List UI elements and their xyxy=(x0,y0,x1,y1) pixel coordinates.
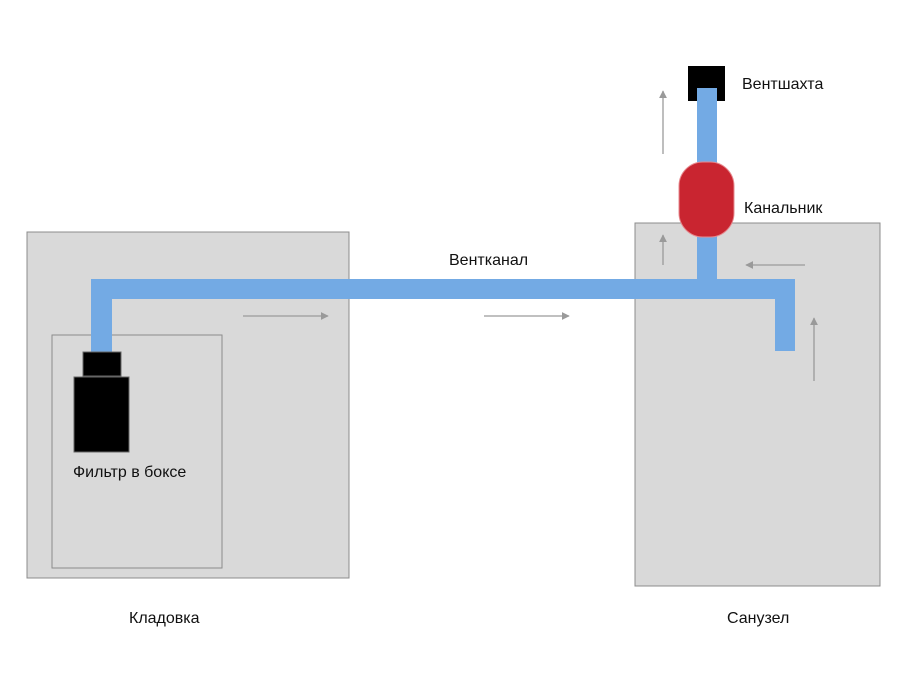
duct-horizontal xyxy=(91,279,795,299)
vent-channel-label: Вентканал xyxy=(449,252,528,269)
duct-fan-icon xyxy=(679,162,734,237)
filter-box-enclosure xyxy=(51,334,223,569)
duct-fan-label: Канальник xyxy=(744,200,823,217)
ventshaft-inlet xyxy=(697,88,717,101)
filter-box-label: Фильтр в боксе xyxy=(73,464,186,481)
ventshaft-label: Вентшахта xyxy=(742,76,823,93)
duct-fan-outline xyxy=(678,161,735,238)
filter-body xyxy=(73,376,130,453)
bathroom-border xyxy=(634,222,881,587)
duct-bathroom-drop xyxy=(775,279,795,351)
duct-filter-drop xyxy=(91,279,112,353)
filter-unit-icon xyxy=(73,351,130,453)
bathroom-label: Санузел xyxy=(727,610,789,627)
bathroom xyxy=(635,223,880,586)
storage-room-border xyxy=(26,231,350,579)
storage-room-label: Кладовка xyxy=(129,610,200,627)
filter-cap xyxy=(82,351,122,377)
vent-duct xyxy=(91,88,795,353)
airflow-arrows xyxy=(243,90,818,381)
